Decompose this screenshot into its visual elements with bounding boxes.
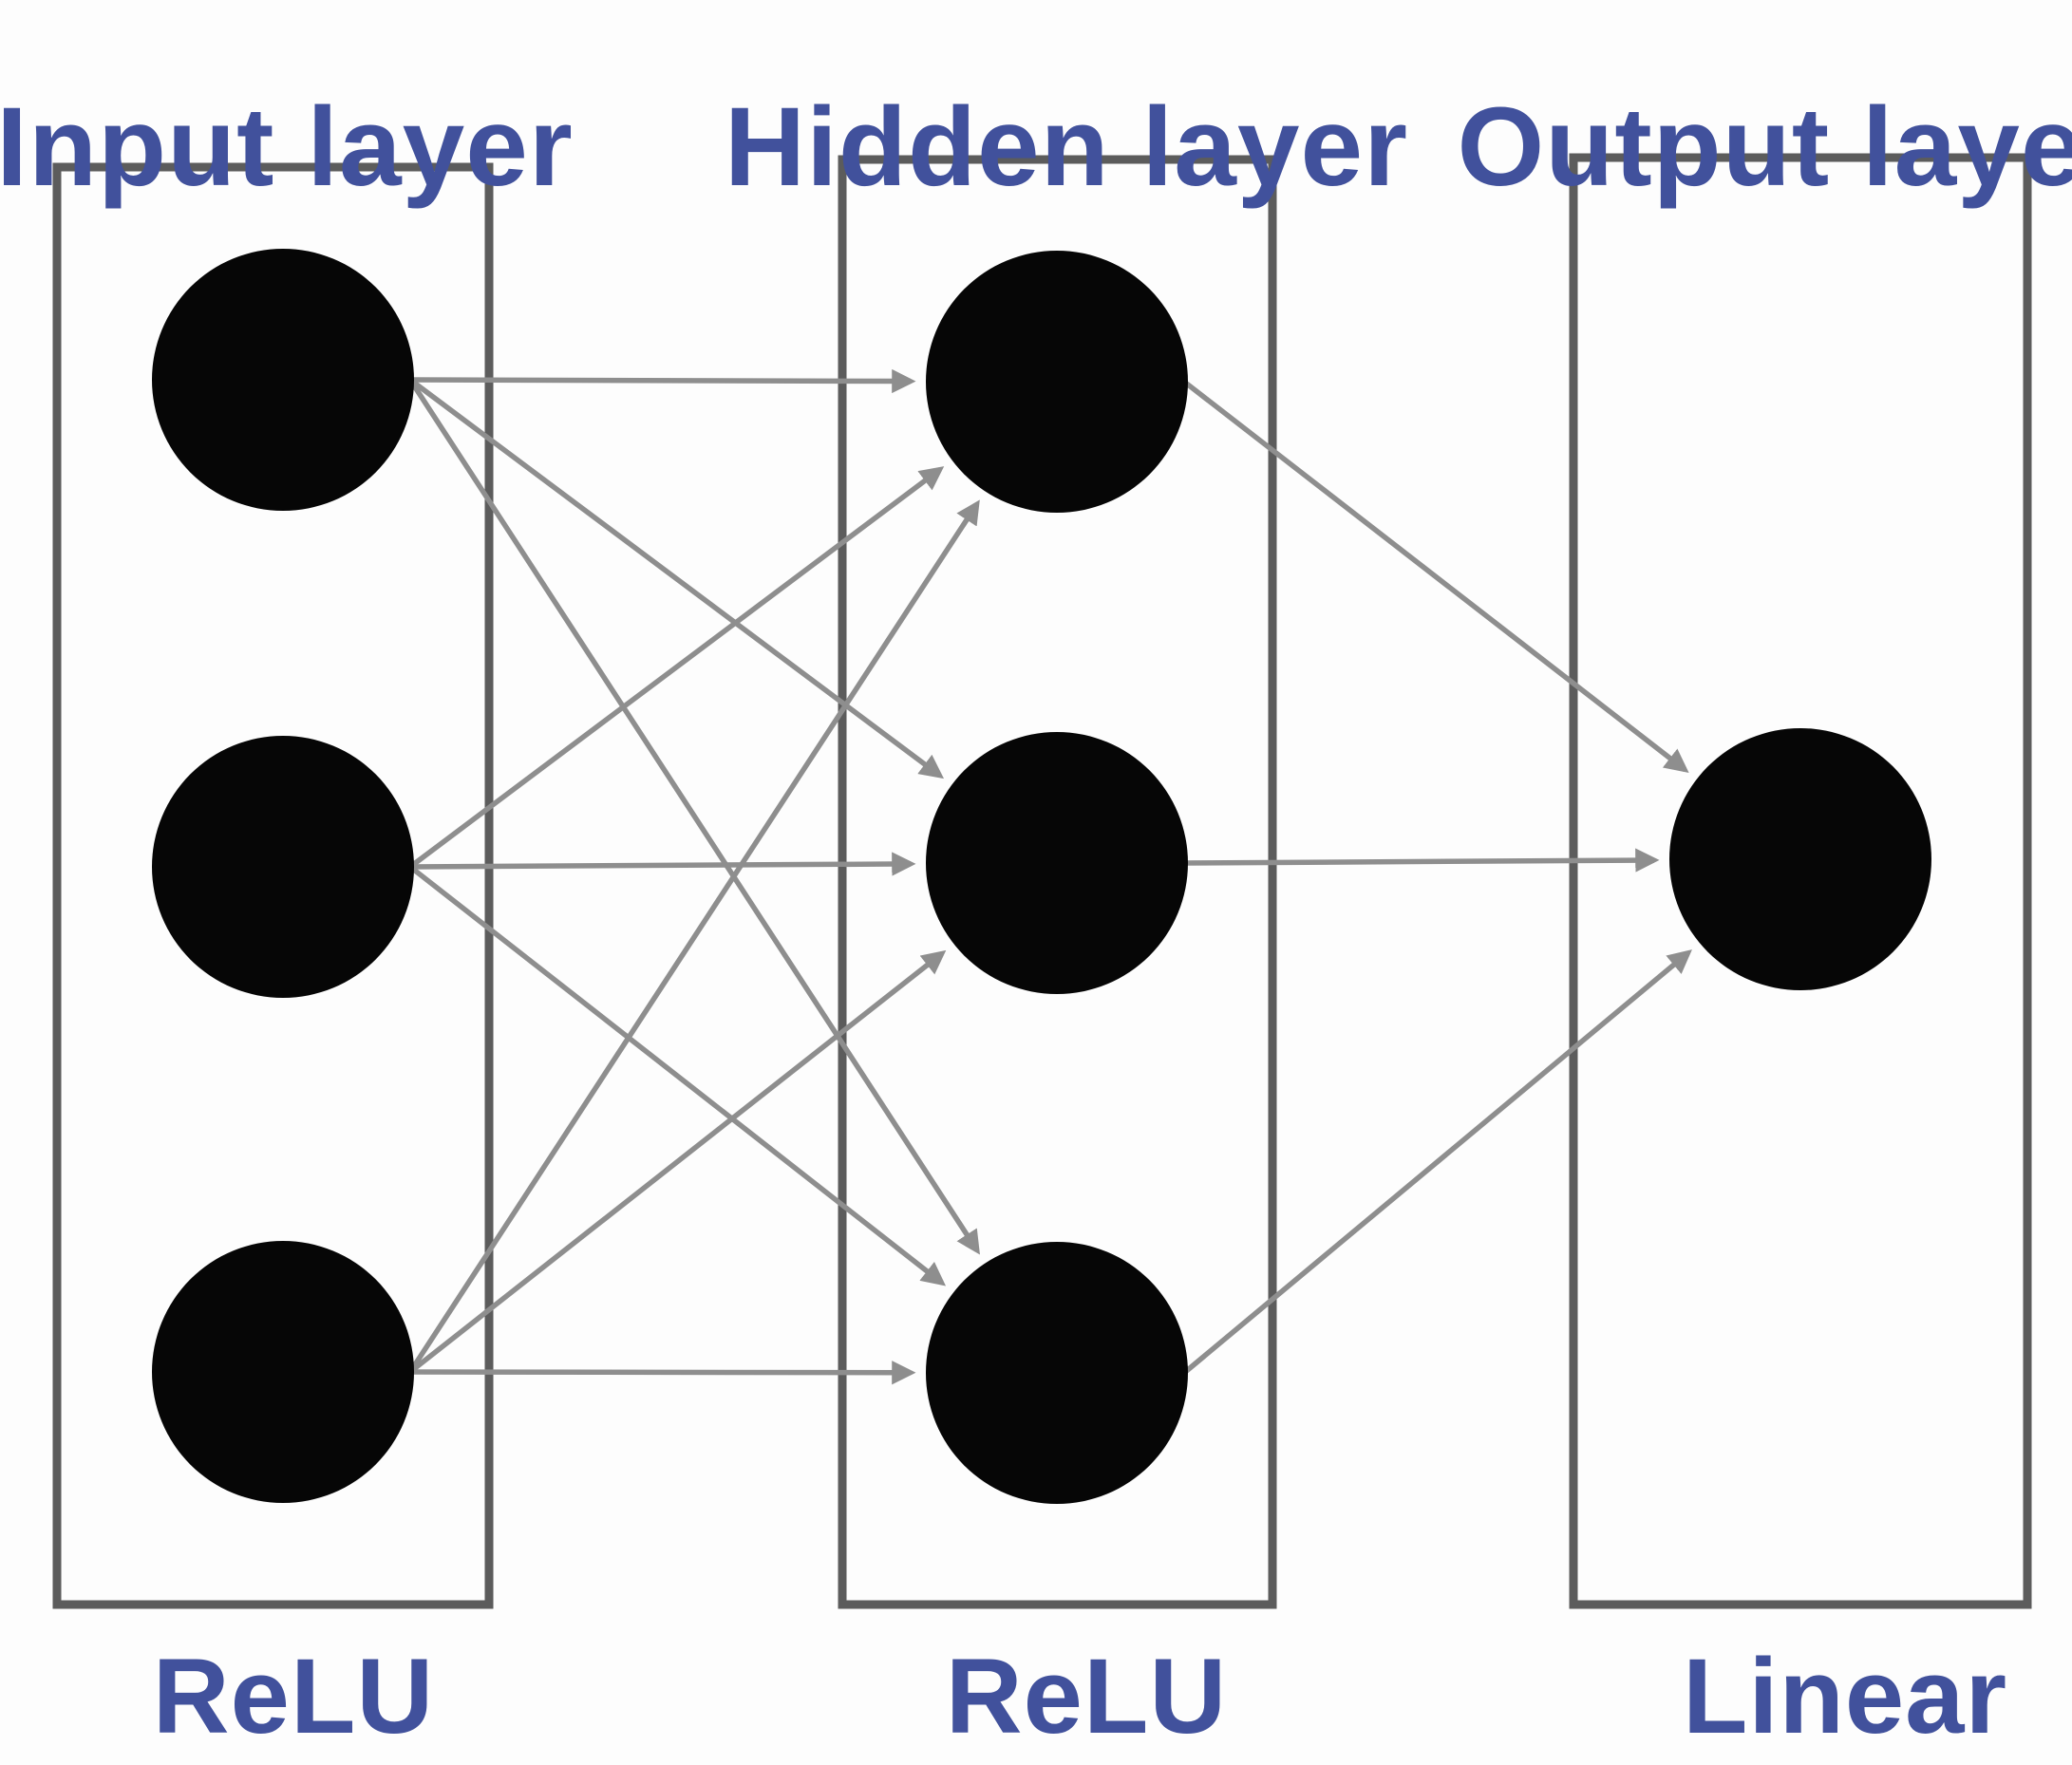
connection-input-to-hidden	[407, 378, 980, 1255]
labels-group: Input layer Hidden layer Output layer Re…	[0, 84, 2072, 1756]
hidden-neuron-2	[926, 732, 1188, 994]
hidden-neuron-3	[926, 1242, 1188, 1504]
layer-box-hidden	[838, 155, 1277, 1609]
input-activation-label: ReLU	[153, 1637, 434, 1756]
input-neuron-3	[152, 1241, 414, 1503]
connection-hidden-to-output	[1182, 949, 1692, 1376]
connection-hidden-to-output	[1183, 848, 1660, 873]
connection-input-to-hidden	[409, 1361, 916, 1385]
hidden-layer-title: Hidden layer	[725, 84, 1408, 210]
connection-hidden-to-output	[1182, 379, 1689, 774]
layer-boxes-group	[52, 153, 2032, 1609]
connection-input-to-hidden	[408, 377, 945, 779]
hidden-neuron-1	[926, 251, 1188, 513]
input-layer-title: Input layer	[0, 84, 574, 210]
output-activation-label: Linear	[1683, 1637, 2007, 1756]
connection-input-to-hidden	[408, 949, 947, 1375]
connection-input-to-hidden	[409, 852, 916, 876]
connections-group	[407, 368, 1692, 1385]
connection-input-to-hidden	[409, 368, 916, 394]
output-neuron-1	[1669, 728, 1931, 990]
nodes-group	[152, 249, 1931, 1504]
input-neuron-2	[152, 736, 414, 998]
layer-box-output	[1569, 153, 2032, 1609]
layer-box-input	[52, 162, 494, 1609]
hidden-activation-label: ReLU	[946, 1637, 1227, 1756]
connection-input-to-hidden	[407, 499, 980, 1374]
output-layer-title: Output layer	[1458, 84, 2072, 210]
connection-input-to-hidden	[408, 466, 945, 870]
connection-input-to-hidden	[408, 864, 947, 1286]
input-neuron-1	[152, 249, 414, 511]
